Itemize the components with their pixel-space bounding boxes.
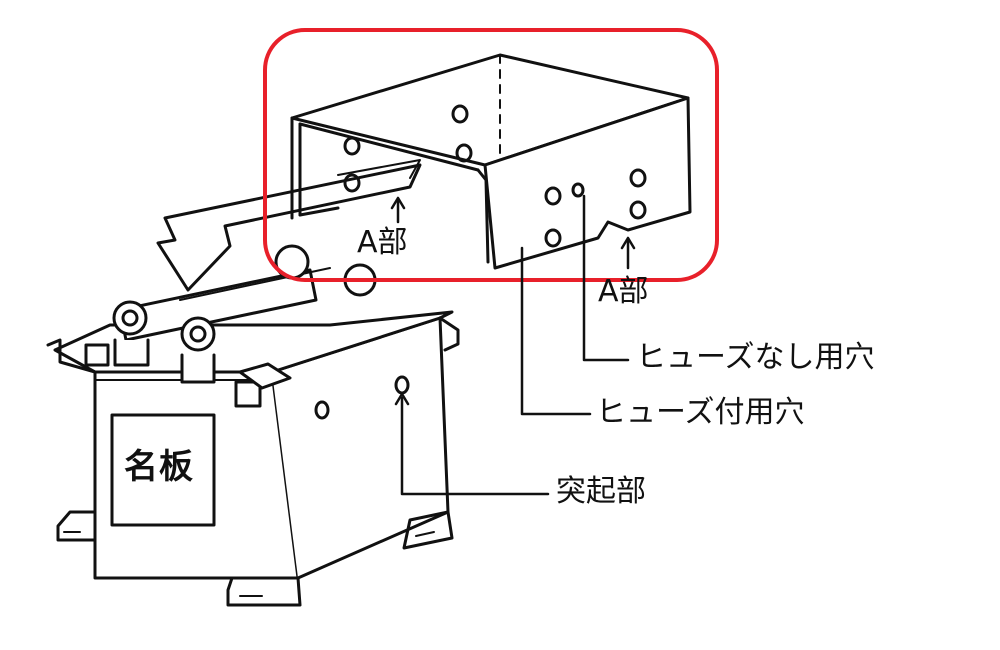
label-a-part-right: A部 — [598, 274, 649, 309]
mounting-foot-left — [56, 510, 97, 542]
leader-no-fuse — [582, 194, 630, 362]
nameplate-frame — [110, 413, 216, 527]
mounting-foot-front — [226, 576, 302, 607]
label-no-fuse-hole: ヒューズなし用穴 — [636, 340, 875, 375]
hole-no-fuse-2 — [629, 200, 647, 220]
hole-with-fuse-lower — [544, 228, 562, 248]
label-nameplate: 名板 — [124, 447, 194, 487]
terminal-knob-1 — [112, 300, 148, 336]
leader-protrusion — [400, 396, 550, 496]
hole-with-fuse-upper — [544, 186, 562, 206]
leader-with-fuse — [520, 246, 592, 416]
leader-lines — [390, 194, 636, 496]
terminal-block-1 — [84, 343, 110, 367]
side-hole — [314, 400, 330, 420]
highlight-box — [263, 28, 719, 282]
cover-side — [483, 96, 692, 270]
label-with-fuse-hole: ヒューズ付用穴 — [596, 395, 805, 430]
fuse-cover — [290, 53, 692, 270]
fuse-holders — [84, 244, 377, 408]
mounting-foot-right — [402, 510, 454, 550]
label-protrusion: 突起部 — [556, 474, 646, 509]
terminal-knob-2 — [180, 316, 216, 352]
hole-no-fuse-1 — [629, 168, 647, 188]
terminal-block-2 — [234, 380, 262, 408]
label-a-part-left: A部 — [357, 225, 408, 260]
insertion-arrow — [156, 163, 422, 292]
